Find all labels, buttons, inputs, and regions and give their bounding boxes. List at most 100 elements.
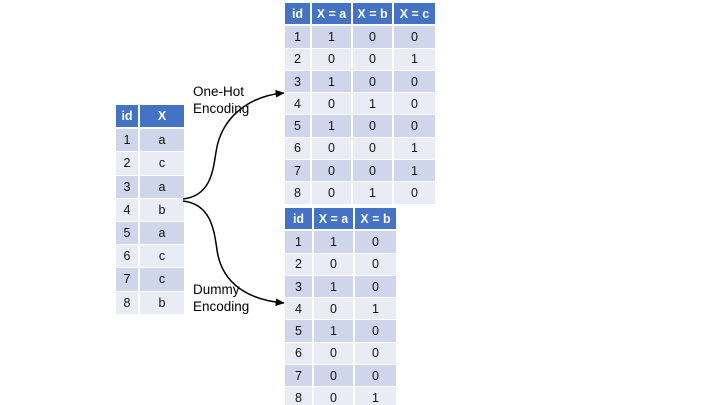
cell-x-a: 0 <box>314 253 355 276</box>
cell-x-b: 0 <box>353 160 394 183</box>
cell-x: b <box>140 198 184 222</box>
cell-id: 7 <box>285 160 312 183</box>
cell-x-b: 0 <box>353 137 394 161</box>
table-row: 4 0 1 0 <box>285 93 435 116</box>
table-row: 2 0 0 <box>285 253 396 276</box>
cell-id: 1 <box>116 129 140 153</box>
cell-x: c <box>140 268 184 292</box>
column-header-x: X <box>140 105 184 130</box>
cell-id: 1 <box>285 26 312 49</box>
cell-x: c <box>140 152 184 176</box>
table-header-row: id X <box>116 105 184 130</box>
table-row: 8 0 1 0 <box>285 182 435 204</box>
cell-id: 8 <box>285 182 312 204</box>
cell-id: 3 <box>285 275 314 299</box>
cell-x-c: 0 <box>394 182 435 204</box>
table-row: 2 0 0 1 <box>285 48 435 71</box>
table-row: 5 1 0 <box>285 320 396 343</box>
cell-x-a: 0 <box>312 137 353 161</box>
column-header-id: id <box>285 3 312 27</box>
cell-x-a: 1 <box>314 275 355 299</box>
table-row: 3 1 0 <box>285 275 396 299</box>
column-header-id: id <box>116 105 140 130</box>
table-row: 6 0 0 <box>285 342 396 366</box>
cell-x-b: 1 <box>355 298 396 321</box>
cell-x-a: 0 <box>314 342 355 366</box>
column-header-x-b: X = b <box>353 3 394 27</box>
table-row: 1 a <box>116 129 184 153</box>
cell-x-a: 1 <box>312 115 353 138</box>
table-row: 6 c <box>116 245 184 269</box>
table-row: 3 1 0 0 <box>285 70 435 94</box>
cell-x-b: 0 <box>353 26 394 49</box>
cell-x-b: 0 <box>355 342 396 366</box>
table-row: 7 0 0 1 <box>285 160 435 183</box>
cell-id: 7 <box>116 268 140 292</box>
table-row: 2 c <box>116 152 184 176</box>
cell-id: 5 <box>285 115 312 138</box>
cell-x: a <box>140 221 184 246</box>
table-row: 6 0 0 1 <box>285 137 435 161</box>
cell-id: 8 <box>285 387 314 405</box>
cell-x-c: 0 <box>394 70 435 94</box>
cell-x-b: 0 <box>355 275 396 299</box>
cell-x-b: 1 <box>353 182 394 204</box>
cell-x-c: 0 <box>394 93 435 116</box>
cell-x-a: 0 <box>312 48 353 71</box>
cell-x-b: 1 <box>355 387 396 405</box>
cell-x-c: 1 <box>394 48 435 71</box>
dummy-encoded-table: id X = a X = b 1 1 0 2 0 0 3 1 0 4 <box>285 208 396 405</box>
cell-x-b: 0 <box>353 48 394 71</box>
table-row: 1 1 0 <box>285 231 396 254</box>
one-hot-encoding-label: One-Hot Encoding <box>193 84 250 117</box>
column-header-x-a: X = a <box>312 3 353 27</box>
cell-id: 5 <box>116 221 140 246</box>
cell-id: 6 <box>285 342 314 366</box>
dummy-encoding-label: Dummy Encoding <box>193 282 250 315</box>
cell-id: 2 <box>116 152 140 176</box>
cell-id: 6 <box>116 245 140 269</box>
cell-x-a: 0 <box>314 298 355 321</box>
cell-x-b: 0 <box>355 253 396 276</box>
cell-x-b: 0 <box>353 70 394 94</box>
column-header-x-b: X = b <box>355 208 396 232</box>
cell-id: 6 <box>285 137 312 161</box>
table-row: 5 1 0 0 <box>285 115 435 138</box>
cell-x-a: 0 <box>314 365 355 388</box>
cell-x-c: 1 <box>394 160 435 183</box>
cell-id: 5 <box>285 320 314 343</box>
cell-x-b: 0 <box>355 365 396 388</box>
table-header-row: id X = a X = b <box>285 208 396 232</box>
cell-id: 3 <box>116 175 140 199</box>
cell-x-a: 1 <box>314 320 355 343</box>
cell-id: 4 <box>285 93 312 116</box>
cell-x-a: 0 <box>314 387 355 405</box>
cell-id: 1 <box>285 231 314 254</box>
table-row: 7 0 0 <box>285 365 396 388</box>
cell-x-b: 0 <box>353 115 394 138</box>
table-row: 8 0 1 <box>285 387 396 405</box>
cell-x-a: 0 <box>312 160 353 183</box>
cell-x-c: 0 <box>394 26 435 49</box>
cell-id: 2 <box>285 253 314 276</box>
cell-id: 2 <box>285 48 312 71</box>
table-row: 4 0 1 <box>285 298 396 321</box>
cell-x-a: 0 <box>312 93 353 116</box>
cell-x-a: 0 <box>312 182 353 204</box>
cell-x: b <box>140 291 184 314</box>
cell-id: 4 <box>285 298 314 321</box>
cell-x: c <box>140 245 184 269</box>
cell-x-a: 1 <box>312 70 353 94</box>
cell-x-a: 1 <box>312 26 353 49</box>
cell-x-c: 1 <box>394 137 435 161</box>
cell-x-c: 0 <box>394 115 435 138</box>
source-categorical-table: id X 1 a 2 c 3 a 4 b 5 a <box>116 105 184 314</box>
cell-id: 7 <box>285 365 314 388</box>
table-row: 7 c <box>116 268 184 292</box>
column-header-x-c: X = c <box>394 3 435 27</box>
column-header-id: id <box>285 208 314 232</box>
table-row: 8 b <box>116 291 184 314</box>
table-row: 4 b <box>116 198 184 222</box>
cell-id: 4 <box>116 198 140 222</box>
